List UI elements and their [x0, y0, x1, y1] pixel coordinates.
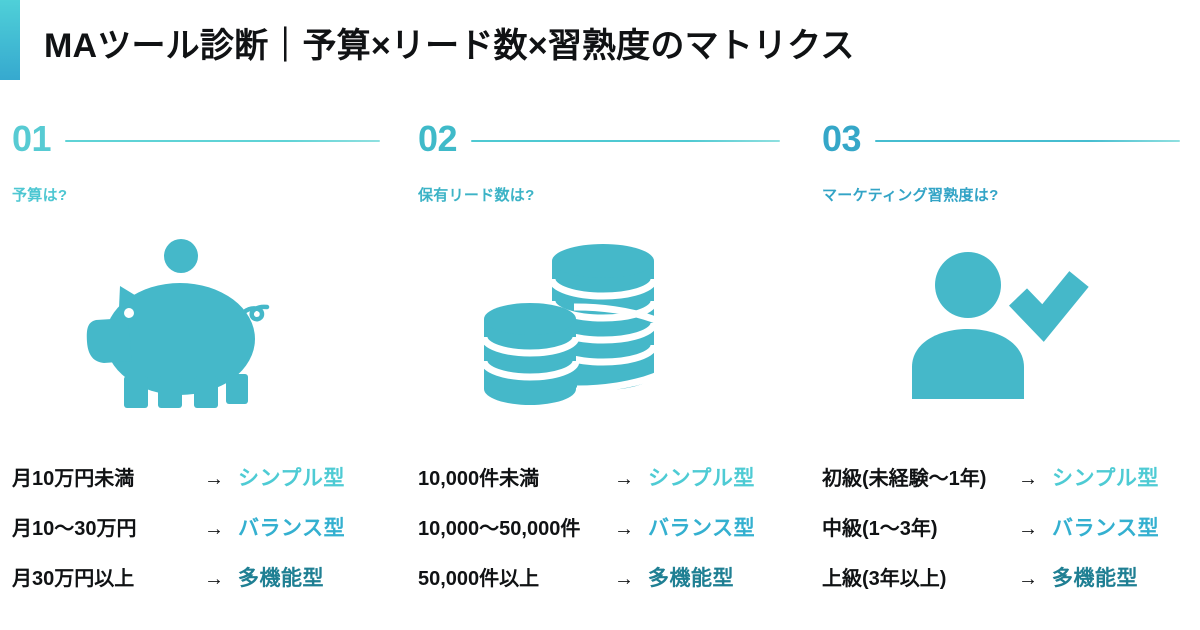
- column-maturity: 03 マーケティング習熟度は? 初級(未経験〜1年) → シンプ: [800, 110, 1200, 630]
- arrow-icon: →: [1018, 468, 1038, 490]
- column-header: 01: [12, 116, 400, 162]
- rows-maturity: 初級(未経験〜1年) → シンプル型 中級(1〜3年) → バランス型 上級(3…: [822, 462, 1200, 612]
- arrow-icon: →: [1018, 518, 1038, 540]
- column-rule: [875, 140, 1180, 142]
- table-row: 中級(1〜3年) → バランス型: [822, 512, 1200, 562]
- arrow-icon: →: [614, 568, 634, 590]
- table-row: 50,000件以上 → 多機能型: [418, 562, 798, 612]
- rows-leads: 10,000件未満 → シンプル型 10,000〜50,000件 → バランス型…: [418, 462, 798, 612]
- row-condition: 50,000件以上: [418, 568, 540, 590]
- column-rule: [65, 140, 380, 142]
- person-check-icon: [912, 252, 1089, 399]
- row-condition: 10,000〜50,000件: [418, 518, 581, 540]
- row-result: バランス型: [1052, 517, 1160, 540]
- column-icon-area: [12, 209, 400, 439]
- table-row: 初級(未経験〜1年) → シンプル型: [822, 462, 1200, 512]
- row-result: シンプル型: [238, 467, 345, 490]
- column-rule: [471, 140, 780, 142]
- column-sub-label: 予算は?: [12, 187, 68, 204]
- coin-stacks-icon: [480, 244, 664, 405]
- row-result: 多機能型: [1052, 567, 1138, 590]
- row-condition: 中級(1〜3年): [822, 518, 938, 540]
- row-condition: 上級(3年以上): [822, 568, 947, 590]
- column-number: 01: [12, 118, 52, 159]
- title-accent-bar: [0, 0, 20, 80]
- arrow-icon: →: [1018, 568, 1038, 590]
- row-result: シンプル型: [648, 467, 755, 490]
- piggy-bank-icon: [86, 239, 270, 408]
- column-number: 02: [418, 118, 458, 159]
- row-condition: 月10万円未満: [12, 468, 135, 490]
- arrow-icon: →: [204, 568, 224, 590]
- column-header: 02: [418, 116, 800, 162]
- table-row: 月10〜30万円 → バランス型: [12, 512, 388, 562]
- arrow-icon: →: [204, 518, 224, 540]
- row-result: バランス型: [238, 517, 346, 540]
- arrow-icon: →: [614, 518, 634, 540]
- column-number: 03: [822, 118, 862, 159]
- page-title: MAツール診断｜予算×リード数×習熟度のマトリクス: [44, 26, 855, 65]
- column-icon-area: [418, 209, 800, 439]
- column-budget: 01 予算は?: [0, 110, 400, 630]
- rows-budget: 月10万円未満 → シンプル型 月10〜30万円 → バランス型 月30万円以上…: [12, 462, 388, 612]
- arrow-icon: →: [614, 468, 634, 490]
- row-result: バランス型: [648, 517, 756, 540]
- column-sub-label: マーケティング習熟度は?: [822, 187, 999, 204]
- row-result: シンプル型: [1052, 467, 1159, 490]
- column-leads: 02 保有リード数は?: [400, 110, 800, 630]
- column-icon-area: [822, 209, 1200, 439]
- row-result: 多機能型: [238, 567, 324, 590]
- row-condition: 初級(未経験〜1年): [822, 468, 987, 490]
- table-row: 上級(3年以上) → 多機能型: [822, 562, 1200, 612]
- table-row: 月30万円以上 → 多機能型: [12, 562, 388, 612]
- table-row: 10,000件未満 → シンプル型: [418, 462, 798, 512]
- table-row: 10,000〜50,000件 → バランス型: [418, 512, 798, 562]
- arrow-icon: →: [204, 468, 224, 490]
- row-condition: 月10〜30万円: [12, 518, 137, 540]
- row-result: 多機能型: [648, 567, 734, 590]
- table-row: 月10万円未満 → シンプル型: [12, 462, 388, 512]
- row-condition: 10,000件未満: [418, 468, 540, 490]
- column-header: 03: [822, 116, 1200, 162]
- column-sub-label: 保有リード数は?: [418, 187, 535, 204]
- row-condition: 月30万円以上: [12, 568, 135, 590]
- columns-container: 01 予算は?: [0, 110, 1200, 630]
